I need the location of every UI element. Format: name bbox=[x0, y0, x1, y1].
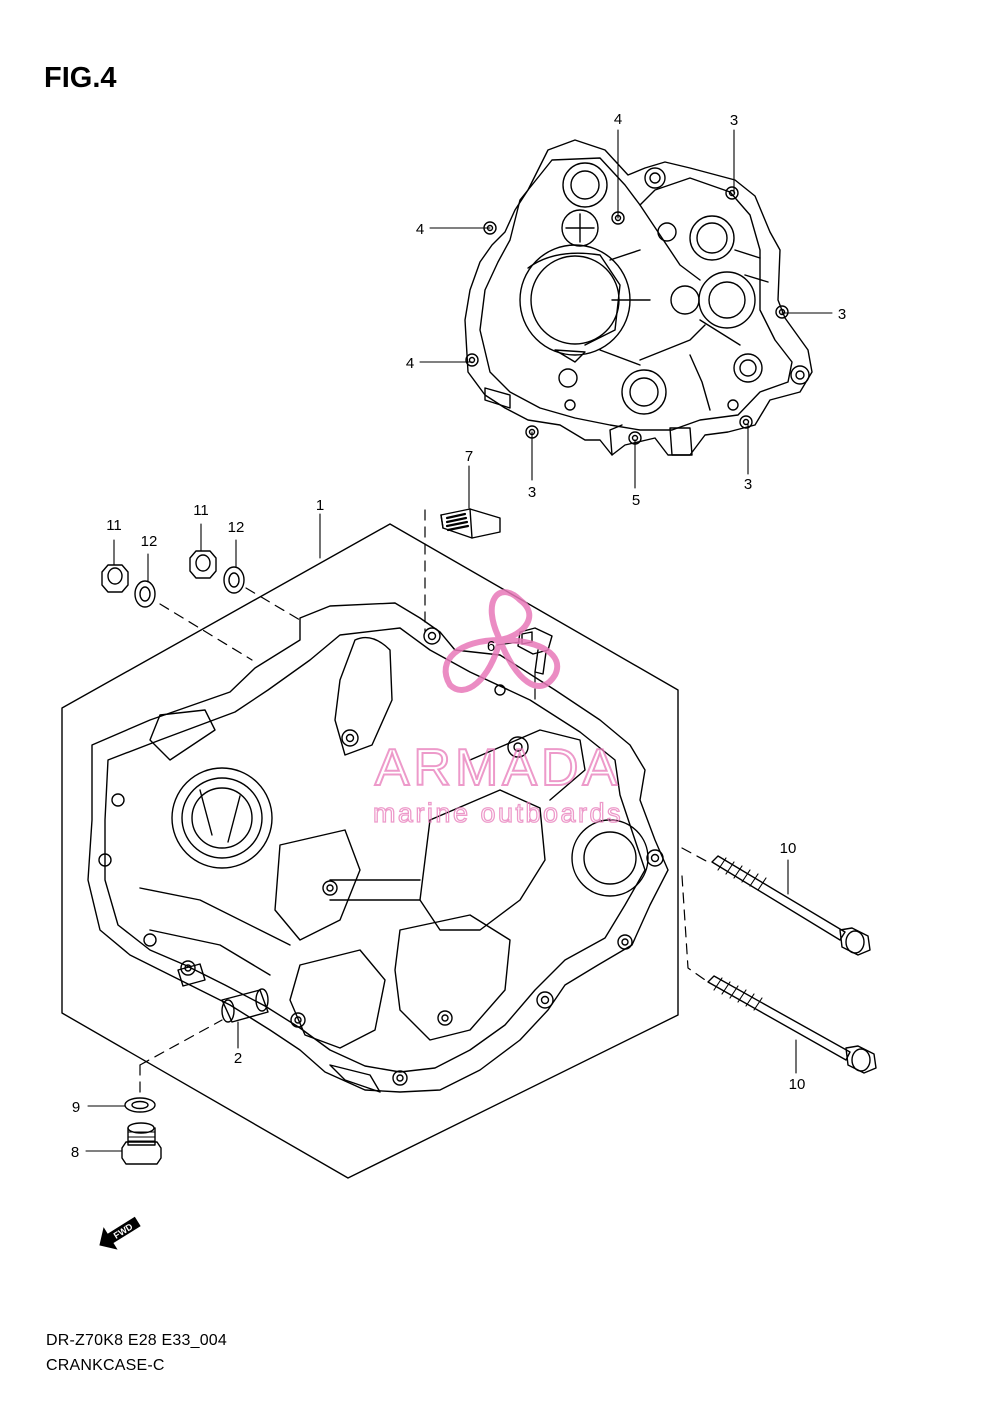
callout-2: 2 bbox=[234, 1050, 242, 1067]
drain-plug-8-part bbox=[121, 1122, 162, 1165]
washer-12a-part bbox=[134, 580, 156, 608]
callout-5: 5 bbox=[632, 492, 640, 509]
callout-10b: 10 bbox=[789, 1076, 806, 1093]
watermark-brand: ARMADA bbox=[375, 739, 621, 797]
neutral-switch-part bbox=[440, 508, 501, 539]
callout-6: 6 bbox=[487, 638, 495, 655]
callout-11a: 11 bbox=[106, 517, 122, 534]
callout-4a: 4 bbox=[416, 221, 424, 238]
callout-3b: 3 bbox=[838, 306, 846, 323]
callout-7: 7 bbox=[465, 448, 473, 465]
gasket-9-part bbox=[124, 1097, 156, 1113]
nut-11a-part bbox=[101, 564, 129, 593]
assembly-frame bbox=[61, 523, 679, 1179]
callout-9: 9 bbox=[72, 1099, 80, 1116]
watermark-tagline: marine outboards bbox=[373, 798, 623, 828]
forward-arrow-icon: FWD bbox=[99, 1216, 141, 1250]
watermark: ARMADA marine outboards bbox=[372, 589, 623, 829]
callout-11b: 11 bbox=[193, 502, 209, 519]
callout-12b: 12 bbox=[228, 519, 245, 536]
figure-title: FIG.4 bbox=[44, 62, 117, 94]
model-code-label: DR-Z70K8 E28 E33_004 bbox=[46, 1332, 227, 1349]
section-name-label: CRANKCASE-C bbox=[46, 1357, 165, 1374]
alignment-lines bbox=[139, 509, 709, 1096]
dowel-pin-part bbox=[221, 988, 269, 1023]
callout-8: 8 bbox=[71, 1144, 79, 1161]
nut-11b-part bbox=[189, 550, 217, 579]
callout-3c: 3 bbox=[528, 484, 536, 501]
callout-3a: 3 bbox=[730, 112, 738, 129]
propeller-logo-icon bbox=[442, 589, 560, 693]
crankcase-body-part bbox=[87, 602, 669, 1093]
crankcase-cover-part bbox=[464, 139, 813, 456]
bolt-10b-part bbox=[707, 975, 877, 1074]
callout-3d: 3 bbox=[744, 476, 752, 493]
callout-labels: 4 3 4 3 4 3 5 3 7 1 11 12 11 12 6 10 10 … bbox=[71, 111, 846, 1161]
callout-4b: 4 bbox=[614, 111, 622, 128]
bolt-10a-part bbox=[711, 855, 871, 956]
washer-12b-part bbox=[223, 566, 245, 594]
callout-10a: 10 bbox=[780, 840, 797, 857]
callout-1: 1 bbox=[316, 497, 324, 514]
callout-12a: 12 bbox=[141, 533, 158, 550]
callout-4c: 4 bbox=[406, 355, 414, 372]
